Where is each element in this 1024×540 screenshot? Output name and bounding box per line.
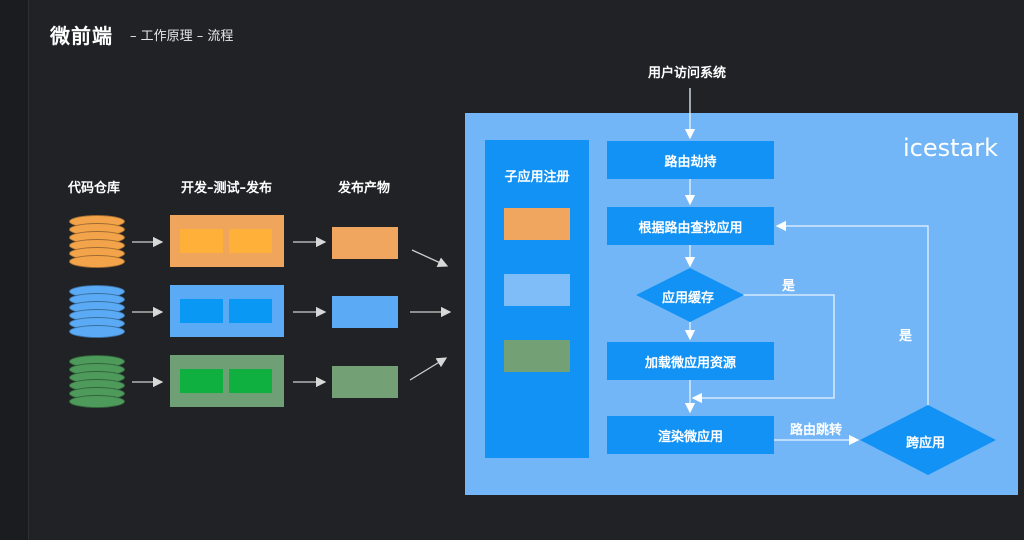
route-jump-label: 路由跳转 — [790, 423, 843, 438]
cache-decision-diamond — [636, 268, 744, 322]
dev-cell — [229, 229, 272, 253]
dev-block-green — [170, 355, 284, 407]
page-title: 微前端 — [50, 24, 113, 48]
dev-block-orange — [170, 215, 284, 267]
artifact-column-label: 发布产物 — [338, 181, 391, 196]
artifact-green — [332, 366, 398, 398]
step-render-app: 渲染微应用 — [607, 416, 774, 454]
cross-app-decision-label: 跨应用 — [906, 436, 946, 451]
icestark-brand: icestark — [903, 134, 999, 162]
dev-cell — [229, 299, 272, 323]
dev-cell — [180, 369, 223, 393]
cross-app-decision-diamond — [860, 405, 996, 475]
yes-cross-label: 是 — [899, 329, 913, 344]
register-label: 子应用注册 — [504, 170, 570, 185]
step-load-resources: 加载微应用资源 — [607, 342, 774, 380]
step-find-app: 根据路由查找应用 — [607, 207, 774, 245]
repo-db-icon-green — [69, 355, 125, 408]
dev-column-label: 开发–测试–发布 — [181, 181, 273, 196]
step-route-hijack: 路由劫持 — [607, 141, 774, 179]
artifact-orange — [332, 227, 398, 259]
arrow — [411, 249, 449, 267]
registered-app-green — [504, 340, 570, 372]
repo-db-icon-orange — [69, 215, 125, 268]
registered-app-blue — [504, 274, 570, 306]
page-subtitle: – 工作原理 – 流程 — [130, 29, 234, 44]
yes-cache-label: 是 — [782, 279, 796, 294]
dev-cell — [229, 369, 272, 393]
registered-app-orange — [504, 208, 570, 240]
repo-column-label: 代码仓库 — [68, 181, 121, 196]
arrow — [691, 294, 835, 404]
repo-db-icon-blue — [69, 285, 125, 338]
dev-cell — [180, 299, 223, 323]
arrow — [409, 357, 448, 381]
left-edge-strip — [0, 0, 29, 540]
artifact-blue — [332, 296, 398, 328]
entry-label: 用户访问系统 — [648, 66, 727, 81]
dev-block-blue — [170, 285, 284, 337]
cache-decision-label: 应用缓存 — [662, 291, 715, 306]
dev-cell — [180, 229, 223, 253]
arrow — [775, 220, 929, 405]
